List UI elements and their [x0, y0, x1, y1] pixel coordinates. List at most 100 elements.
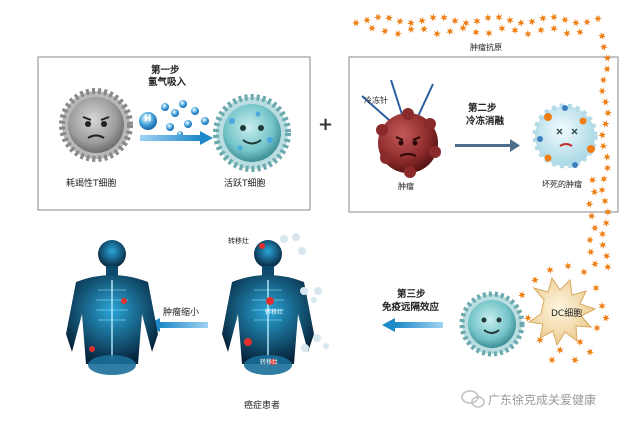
antigen-star [429, 13, 437, 22]
antigen-star [495, 13, 503, 22]
antigen-star [440, 13, 448, 22]
antigen-star [576, 28, 584, 36]
antigen-star [603, 54, 612, 62]
antigen-star [601, 197, 609, 205]
antigen-star [498, 24, 506, 33]
antigen-star [418, 16, 426, 25]
antigen-star [602, 252, 611, 260]
antigen-star [585, 200, 594, 208]
antigen-star [586, 236, 594, 244]
wechat-icon [461, 390, 485, 408]
antigen-star [587, 212, 596, 220]
dc-cell-label: DC细胞 [551, 309, 583, 319]
antigen-star [451, 16, 459, 25]
antigen-star [598, 87, 607, 95]
antigen-star [599, 241, 607, 249]
antigen-star [472, 28, 480, 37]
antigen-star [602, 314, 610, 322]
antigen-star [599, 76, 608, 84]
antigen-label: 肿瘤抗原 [470, 43, 502, 52]
antigen-star [602, 219, 610, 227]
watermark: 广东徐克成关爱健康 [488, 393, 597, 407]
antigen-star [599, 142, 608, 150]
arrow-step3 [395, 322, 443, 328]
antigen-star [446, 27, 454, 36]
antigen-star [600, 175, 608, 183]
antigen-star [518, 291, 526, 299]
antigen-star [459, 24, 467, 32]
antigen-star [591, 260, 599, 268]
antigen-star [598, 186, 606, 194]
antigen-star [572, 19, 580, 27]
antigen-star [537, 26, 545, 34]
improved-patient-figure [66, 240, 158, 375]
hydrogen-molecules [139, 100, 209, 137]
dead-tumor [532, 103, 598, 169]
plus-sign: + [318, 114, 334, 135]
antigen-star [598, 302, 606, 310]
antigen-star [407, 19, 415, 27]
antigen-star [531, 276, 539, 284]
antigen-star [394, 30, 402, 38]
step3-title: 第三步 [397, 289, 426, 300]
arrow-step2 [455, 144, 510, 147]
exhausted-t-cell-label: 耗竭性T细胞 [66, 179, 117, 189]
tumor [361, 79, 441, 178]
antigen-star [524, 314, 532, 322]
antigen-star [550, 13, 558, 21]
antigen-star [524, 30, 532, 38]
antigen-star [433, 29, 441, 38]
hydrogen-label: H [144, 114, 152, 124]
antigen-star [517, 19, 525, 27]
antigen-star [556, 346, 564, 354]
metastasis-label-3: 转移灶 [260, 359, 279, 366]
antigen-star [601, 120, 610, 128]
antigen-star [576, 338, 584, 346]
antigen-star [601, 98, 610, 106]
antigen-star [564, 262, 572, 270]
antigen-star [473, 17, 481, 26]
antigen-star [603, 164, 612, 172]
antigen-star [484, 13, 492, 22]
metastasis-label-2: 转移灶 [265, 309, 284, 316]
step3-subtitle: 免疫远隔效应 [382, 302, 440, 313]
step1-title: 第一步 [151, 65, 180, 76]
tumor-label: 肿瘤 [398, 182, 414, 191]
dead-tumor-label: 坏死的肿瘤 [542, 180, 582, 189]
antigen-star [598, 131, 607, 139]
antigen-star [536, 336, 544, 344]
step2-subtitle: 冷冻消融 [466, 116, 505, 127]
antigen-star [603, 153, 611, 161]
antigen-star [580, 268, 588, 276]
arrow-step1 [140, 135, 200, 141]
antigen-star [586, 248, 595, 256]
active-t-cell [213, 94, 291, 172]
patient-figure [222, 233, 329, 375]
antigen-star [396, 17, 404, 26]
antigen-star [604, 109, 612, 117]
arrow-step4 [160, 322, 208, 328]
antigen-star [374, 13, 382, 21]
antigen-star [485, 29, 493, 38]
antigen-star [598, 230, 607, 238]
shrink-label: 肿瘤缩小 [163, 308, 200, 318]
step1-subtitle: 氢气吸入 [148, 77, 187, 88]
antigen-star [603, 263, 612, 271]
antigen-star [381, 27, 389, 35]
active-t-cell-label: 活跃T细胞 [224, 179, 266, 189]
antigen-star [583, 18, 591, 26]
dc-cell [527, 276, 597, 347]
exhausted-t-cell [59, 88, 133, 162]
antigen-star [363, 16, 371, 24]
antigen-star [590, 224, 599, 232]
antigen-star [586, 348, 594, 356]
antigen-star [511, 26, 519, 35]
antigen-star [592, 284, 600, 292]
antigen-star [594, 15, 602, 23]
antigen-star [598, 32, 606, 40]
antigen-star [548, 356, 556, 364]
antigen-star [590, 188, 599, 196]
antigen-star [599, 43, 608, 51]
patient-label: 癌症患者 [244, 401, 281, 411]
antigen-star [563, 29, 571, 38]
